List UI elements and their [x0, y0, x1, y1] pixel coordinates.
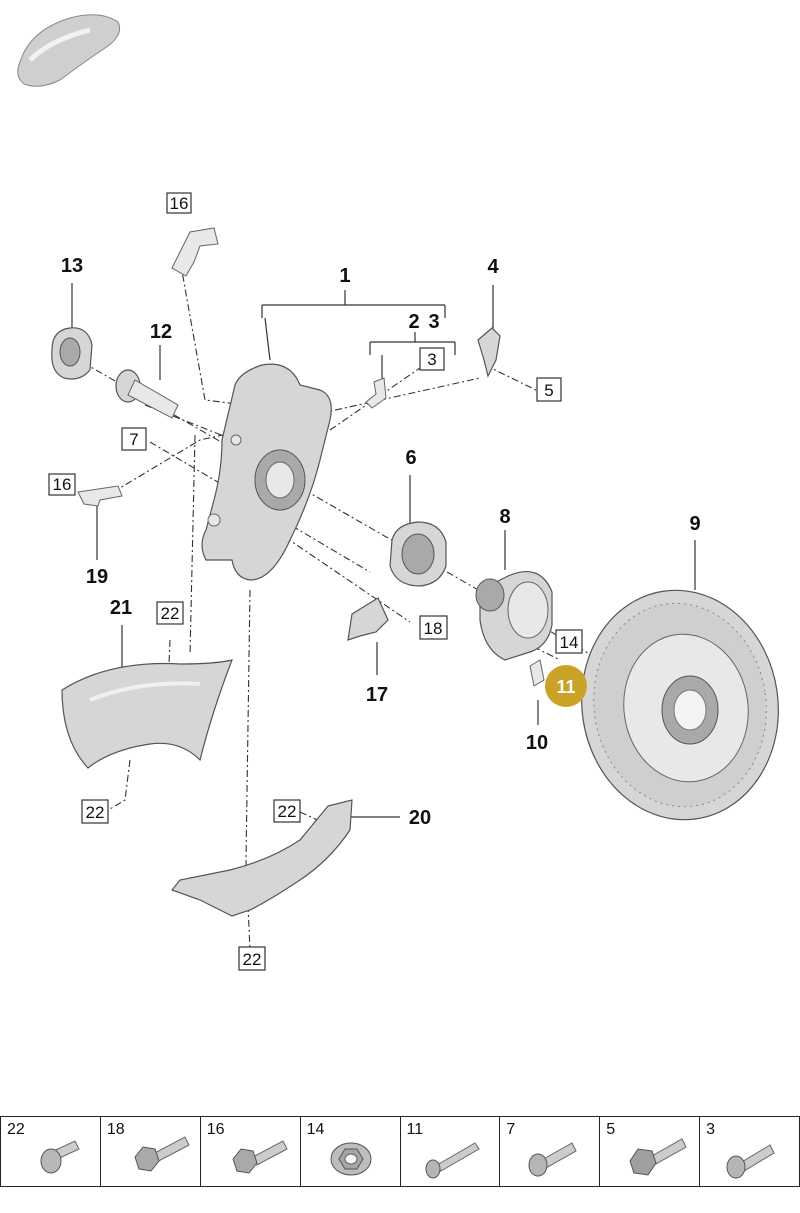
boxed-callout-5[interactable]: 5 — [536, 377, 562, 402]
part-12-bolt[interactable] — [115, 369, 179, 419]
svg-text:7: 7 — [129, 430, 138, 449]
callout-21: 21 — [110, 597, 132, 619]
car-thumbnail-icon[interactable] — [17, 14, 121, 87]
legend-cell-18[interactable]: 18 — [101, 1117, 201, 1186]
callout-lines — [71, 283, 696, 818]
bolt-short-icon — [40, 1140, 80, 1174]
svg-text:22: 22 — [243, 950, 262, 969]
part-13-cap[interactable] — [51, 327, 93, 380]
flange-nut-icon — [330, 1142, 372, 1176]
hex-bolt-icon — [134, 1136, 190, 1172]
svg-text:22: 22 — [278, 802, 297, 821]
svg-text:16: 16 — [53, 475, 72, 494]
svg-text:14: 14 — [560, 633, 579, 652]
boxed-callout-7[interactable]: 7 — [121, 427, 147, 451]
callout-8: 8 — [499, 506, 510, 528]
boxed-callout-16-top[interactable]: 16 — [166, 192, 192, 214]
svg-text:5: 5 — [544, 381, 553, 400]
svg-text:22: 22 — [86, 803, 105, 822]
legend-cell-11[interactable]: 11 — [401, 1117, 501, 1186]
svg-text:3: 3 — [427, 350, 436, 369]
boxed-callouts: 16 3 5 7 16 22 18 14 — [48, 192, 583, 971]
svg-text:22: 22 — [161, 604, 180, 623]
part-8-wheel-hub[interactable] — [475, 571, 553, 661]
legend-cell-5[interactable]: 5 — [600, 1117, 701, 1186]
part-6-wheel-bearing[interactable] — [389, 521, 447, 587]
part-20-air-deflector[interactable] — [171, 799, 353, 917]
callout-17: 17 — [366, 684, 388, 706]
callout-19: 19 — [86, 566, 108, 588]
callout-4: 4 — [487, 256, 499, 278]
legend-cell-3[interactable]: 3 — [700, 1117, 799, 1186]
boxed-callout-22-deflector[interactable]: 22 — [273, 799, 301, 823]
boxed-callout-3[interactable]: 3 — [419, 347, 445, 371]
boxed-callout-22-liner-bottom[interactable]: 22 — [81, 799, 109, 824]
callout-13: 13 — [61, 255, 83, 277]
svg-text:18: 18 — [424, 619, 443, 638]
part-16-bracket-top[interactable] — [171, 227, 219, 277]
part-3-bracket[interactable] — [365, 377, 387, 409]
legend-cell-7[interactable]: 7 — [500, 1117, 601, 1186]
highlighted-callout-11[interactable]: 11 — [545, 665, 587, 707]
callout-9: 9 — [689, 513, 700, 535]
svg-text:11: 11 — [556, 677, 575, 697]
hex-bolt-icon — [232, 1140, 288, 1174]
torx-bolt-icon — [528, 1142, 578, 1177]
part-10-stud[interactable] — [529, 659, 545, 687]
part-17-bracket[interactable] — [347, 597, 389, 641]
legend-cell-14[interactable]: 14 — [301, 1117, 401, 1186]
socket-screw-icon — [726, 1144, 775, 1179]
legend-cell-16[interactable]: 16 — [201, 1117, 301, 1186]
boxed-callout-16-left[interactable]: 16 — [48, 473, 76, 496]
callout-12: 12 — [150, 321, 172, 343]
part-9-brake-disc[interactable] — [567, 577, 793, 832]
socket-screw-icon — [425, 1142, 480, 1179]
part-4-sensor[interactable] — [477, 327, 501, 378]
callout-3: 3 — [428, 311, 439, 333]
part-21-arch-liner[interactable] — [61, 659, 233, 769]
part-1-wheel-carrier[interactable] — [201, 363, 332, 581]
boxed-callout-22-liner-top[interactable]: 22 — [156, 601, 184, 625]
boxed-callout-14[interactable]: 14 — [555, 629, 583, 654]
callout-6: 6 — [405, 447, 416, 469]
svg-text:16: 16 — [170, 194, 189, 213]
callout-20: 20 — [409, 807, 431, 829]
boxed-callout-22-bottom[interactable]: 22 — [238, 946, 266, 971]
part-19-bracket[interactable] — [77, 485, 123, 507]
legend-label: 22 — [7, 1121, 25, 1138]
callout-10: 10 — [526, 732, 548, 754]
callout-numbers: 1 2 3 4 6 8 9 10 12 13 17 19 20 21 — [61, 255, 701, 829]
callout-1: 1 — [339, 265, 350, 287]
hex-bolt-icon — [629, 1138, 687, 1176]
callout-2: 2 — [408, 311, 419, 333]
exploded-parts-diagram: 1 2 3 4 6 8 9 10 12 13 17 19 20 21 16 3 … — [17, 14, 793, 971]
legend-cell-22[interactable]: 22 — [1, 1117, 101, 1186]
boxed-callout-18[interactable]: 18 — [419, 615, 448, 640]
fastener-legend-table: 22 18 16 14 11 7 — [0, 1116, 800, 1187]
